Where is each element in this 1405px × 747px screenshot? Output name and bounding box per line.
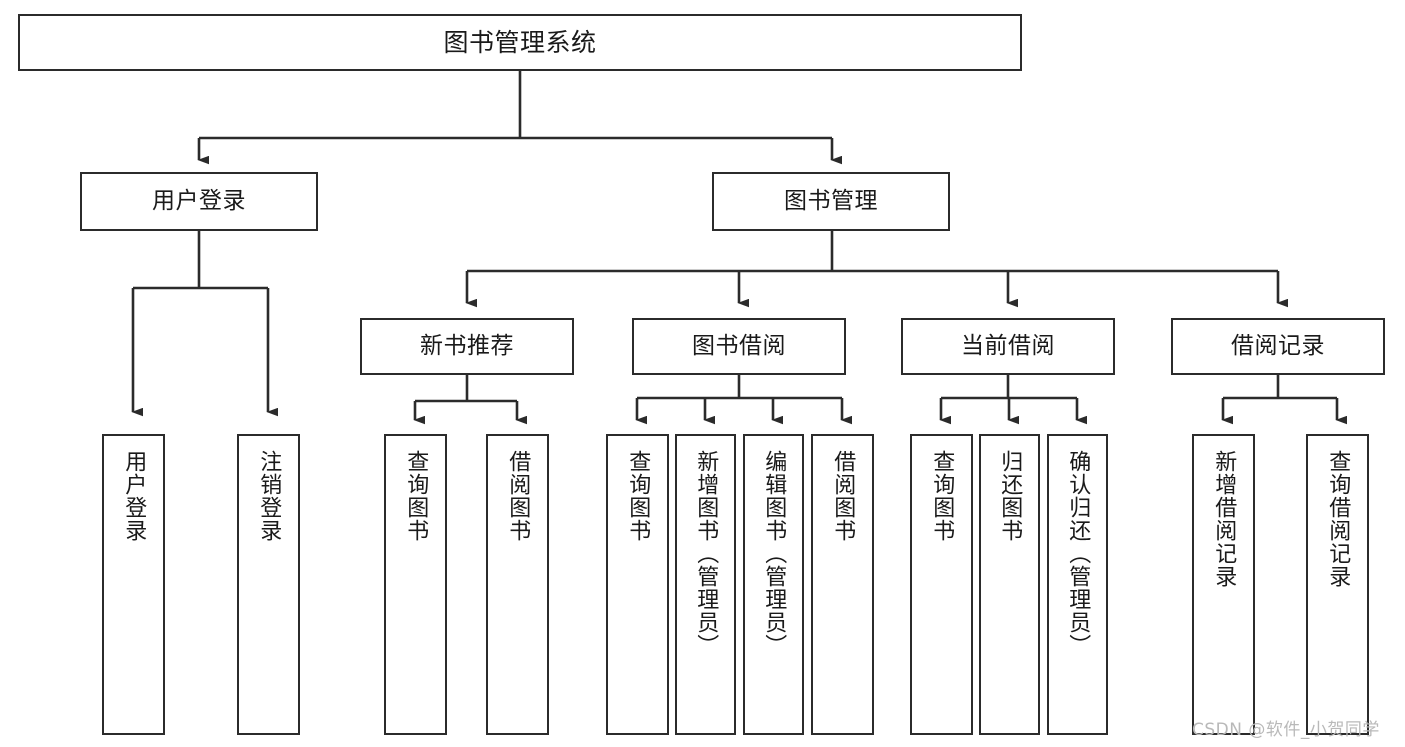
node-leaf-edit-book-admin-label: 编辑图书（管理员） (761, 450, 787, 657)
node-leaf-add-borrow-record-label: 新增借阅记录 (1211, 450, 1237, 588)
node-book-borrowing[interactable]: 图书借阅 (632, 318, 846, 375)
csdn-watermark: CSDN @软件_小贺同学 (1192, 720, 1380, 740)
node-leaf-edit-book-admin[interactable]: 编辑图书（管理员） (743, 434, 804, 735)
node-leaf-confirm-return-admin-label: 确认归还（管理员） (1065, 450, 1091, 657)
node-new-book-recommendation-label: 新书推荐 (420, 332, 514, 359)
node-leaf-add-book-admin-label: 新增图书（管理员） (693, 450, 719, 657)
node-book-borrowing-label: 图书借阅 (692, 332, 786, 359)
node-user-login[interactable]: 用户登录 (80, 172, 318, 231)
node-leaf-query-book-3-label: 查询图书 (929, 450, 955, 542)
node-borrowing-record-label: 借阅记录 (1231, 332, 1325, 359)
node-new-book-recommendation[interactable]: 新书推荐 (360, 318, 574, 375)
node-leaf-query-borrow-record[interactable]: 查询借阅记录 (1306, 434, 1369, 735)
node-leaf-logout-login-label: 注销登录 (256, 450, 282, 542)
node-current-borrowing[interactable]: 当前借阅 (901, 318, 1115, 375)
node-leaf-borrow-book-2[interactable]: 借阅图书 (811, 434, 874, 735)
node-leaf-query-book-2-label: 查询图书 (625, 450, 651, 542)
node-leaf-borrow-book-1[interactable]: 借阅图书 (486, 434, 549, 735)
node-root-label: 图书管理系统 (443, 27, 597, 57)
node-leaf-add-borrow-record[interactable]: 新增借阅记录 (1192, 434, 1255, 735)
node-user-login-label: 用户登录 (152, 187, 246, 214)
node-leaf-borrow-book-2-label: 借阅图书 (830, 450, 856, 542)
node-current-borrowing-label: 当前借阅 (961, 332, 1055, 359)
node-leaf-borrow-book-1-label: 借阅图书 (505, 450, 531, 542)
node-leaf-return-book[interactable]: 归还图书 (979, 434, 1040, 735)
node-leaf-query-book-2[interactable]: 查询图书 (606, 434, 669, 735)
node-leaf-query-book-3[interactable]: 查询图书 (910, 434, 973, 735)
node-root-book-management-system[interactable]: 图书管理系统 (18, 14, 1022, 71)
node-leaf-query-book-1-label: 查询图书 (403, 450, 429, 542)
node-borrowing-record[interactable]: 借阅记录 (1171, 318, 1385, 375)
node-leaf-return-book-label: 归还图书 (997, 450, 1023, 542)
node-leaf-user-login-label: 用户登录 (121, 450, 147, 542)
node-leaf-query-borrow-record-label: 查询借阅记录 (1325, 450, 1351, 588)
node-leaf-logout-login[interactable]: 注销登录 (237, 434, 300, 735)
node-leaf-query-book-1[interactable]: 查询图书 (384, 434, 447, 735)
node-book-management[interactable]: 图书管理 (712, 172, 950, 231)
node-leaf-user-login[interactable]: 用户登录 (102, 434, 165, 735)
node-leaf-confirm-return-admin[interactable]: 确认归还（管理员） (1047, 434, 1108, 735)
node-book-management-label: 图书管理 (784, 187, 878, 214)
node-leaf-add-book-admin[interactable]: 新增图书（管理员） (675, 434, 736, 735)
